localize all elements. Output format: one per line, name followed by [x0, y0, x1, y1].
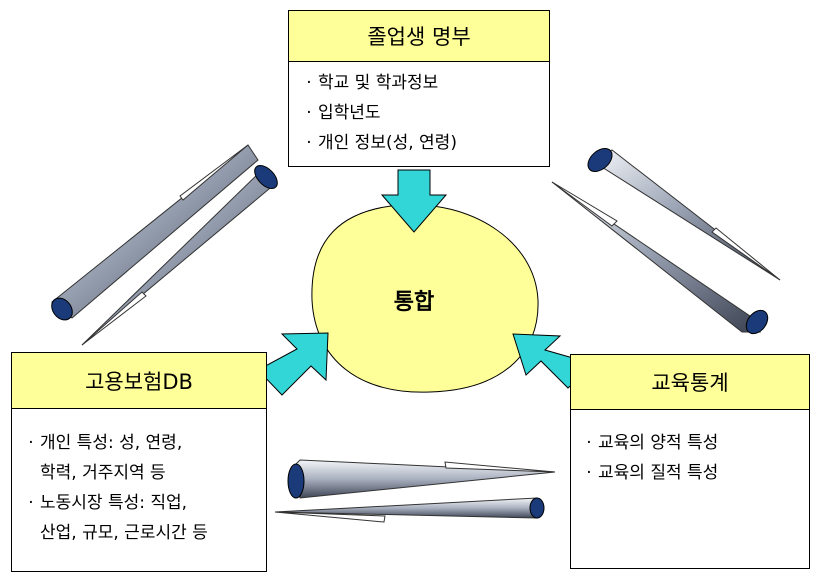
arrow-pair-top-right — [551, 147, 781, 335]
cylinder-cap — [529, 497, 545, 519]
education-box — [570, 409, 810, 569]
list-item: 산업, 규모, 근로시간 등 — [40, 523, 208, 543]
list-item: 학력, 거주지역 등 — [40, 463, 166, 483]
list-item: ·입학년도 — [300, 98, 546, 128]
insurance-header: 고용보험DB — [11, 352, 267, 409]
insurance-list: ·개인 특성: 성, 연령, 학력, 거주지역 등 ·노동시장 특성: 직업, … — [22, 428, 262, 548]
arrow-pair-bottom — [274, 459, 556, 523]
graduates-list: ·학교 및 학과정보 ·입학년도 ·개인 정보(성, 연령) — [300, 68, 546, 158]
cylinder-cap — [51, 297, 73, 321]
list-item: ·학교 및 학과정보 — [300, 68, 546, 98]
graduates-title: 졸업생 명부 — [367, 25, 471, 49]
bullet: · — [586, 463, 592, 483]
bullet: · — [306, 103, 312, 123]
cyan-arrow-left — [257, 332, 329, 396]
graduates-box — [288, 61, 550, 167]
education-list: ·교육의 양적 특성 ·교육의 질적 특성 — [580, 428, 806, 488]
bullet: · — [28, 493, 34, 513]
cylinder-cap — [587, 147, 613, 173]
bullet: · — [306, 133, 312, 153]
education-header: 교육통계 — [570, 354, 810, 410]
cyan-arrow-top — [380, 169, 448, 233]
cylinder-arrow — [293, 459, 556, 499]
list-item: ·교육의 양적 특성 — [580, 428, 806, 458]
education-title: 교육통계 — [651, 371, 729, 395]
graduates-header: 졸업생 명부 — [288, 10, 550, 62]
cylinder-cap — [745, 309, 769, 335]
center-oval — [311, 204, 539, 393]
center-label: 통합 — [393, 290, 435, 315]
bullet: · — [306, 73, 312, 93]
cylinder-arrow — [51, 144, 259, 319]
bullet: · — [586, 433, 592, 453]
arrow-pair-top-left — [51, 144, 278, 346]
bullet: · — [28, 433, 34, 453]
list-item: ·개인 정보(성, 연령) — [300, 128, 546, 158]
cylinder-cap — [254, 164, 278, 190]
insurance-title: 고용보험DB — [85, 369, 193, 394]
list-item: ·교육의 질적 특성 — [580, 458, 806, 488]
list-item: ·노동시장 특성: 직업, — [22, 488, 262, 518]
cylinder-cap — [287, 463, 305, 499]
list-item: ·개인 특성: 성, 연령, — [22, 428, 262, 458]
insurance-box — [11, 408, 267, 572]
